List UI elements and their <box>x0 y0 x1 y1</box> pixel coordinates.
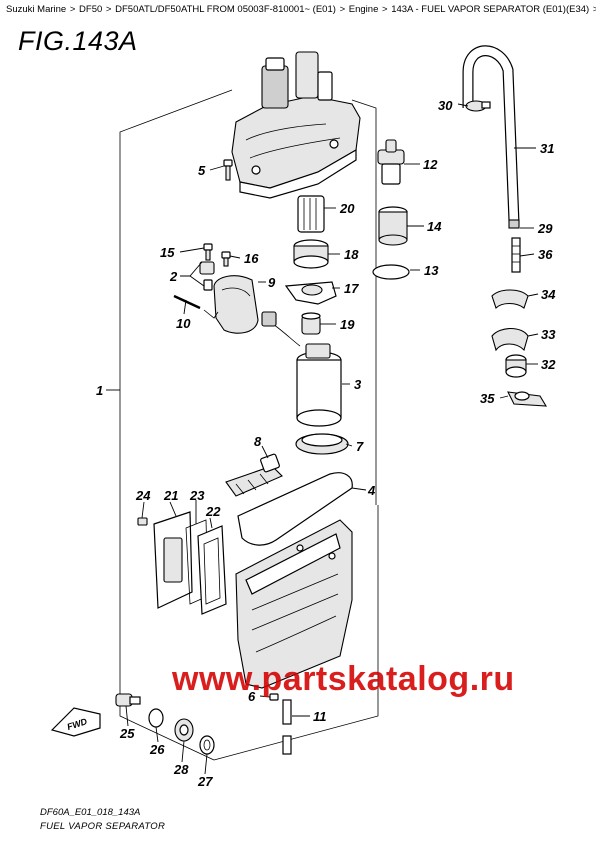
filter-part-20[interactable] <box>297 195 325 233</box>
callout-9[interactable]: 9 <box>268 275 276 290</box>
fuel-pump-part-3[interactable] <box>261 311 342 427</box>
strainer-part-8[interactable] <box>225 453 283 497</box>
clip-part-30[interactable] <box>465 100 491 112</box>
figure-code: DF60A_E01_018_143A <box>40 807 141 818</box>
callout-33[interactable]: 33 <box>541 327 556 342</box>
cap-part-28[interactable] <box>174 718 194 742</box>
grommet-part-32[interactable] <box>505 354 527 378</box>
callout-7[interactable]: 7 <box>356 439 364 454</box>
breadcrumb-separator: > <box>382 4 388 15</box>
callout-27[interactable]: 27 <box>197 774 213 789</box>
screw-part-24[interactable] <box>137 517 148 526</box>
callout-12[interactable]: 12 <box>423 157 438 172</box>
callout-leader-lines <box>106 103 539 775</box>
bracket-part-17[interactable] <box>284 281 337 305</box>
callout-11[interactable]: 11 <box>313 709 327 724</box>
vent-hose-part-31[interactable] <box>462 45 520 223</box>
callout-6[interactable]: 6 <box>248 689 256 704</box>
callout-15[interactable]: 15 <box>160 245 175 260</box>
breadcrumb-link-current-figure[interactable]: 143A - FUEL VAPOR SEPARATOR (E01)(E34) <box>391 4 590 15</box>
cap-part-29[interactable] <box>508 219 520 229</box>
callout-19[interactable]: 19 <box>340 317 355 332</box>
callout-21[interactable]: 21 <box>163 488 178 503</box>
callout-30[interactable]: 30 <box>438 98 453 113</box>
callout-22[interactable]: 22 <box>205 504 221 519</box>
callout-16[interactable]: 16 <box>244 251 259 266</box>
gasket-part-22[interactable] <box>197 525 227 615</box>
callout-5[interactable]: 5 <box>198 163 206 178</box>
screw-part-5[interactable] <box>223 159 233 181</box>
callout-24[interactable]: 24 <box>135 488 151 503</box>
callout-23[interactable]: 23 <box>189 488 205 503</box>
breadcrumb-separator: > <box>592 4 596 15</box>
callout-20[interactable]: 20 <box>339 201 355 216</box>
connector-part-2[interactable] <box>199 261 215 291</box>
callout-labels: 1 2 3 4 5 6 7 8 9 10 11 12 13 14 15 16 1… <box>96 98 556 789</box>
forward-direction-arrow: FWD <box>50 707 101 737</box>
figure-caption: FUEL VAPOR SEPARATOR <box>40 821 166 832</box>
callout-25[interactable]: 25 <box>119 726 135 741</box>
joint-part-12[interactable] <box>377 139 405 185</box>
callout-34[interactable]: 34 <box>541 287 556 302</box>
grommet-part-19[interactable] <box>301 312 321 335</box>
separator-top-cover[interactable] <box>231 51 361 199</box>
pump-cover-part-9[interactable] <box>213 275 259 334</box>
washer-part-26[interactable] <box>148 708 164 728</box>
breadcrumb: Suzuki Marine > DF50 > DF50ATL/DF50ATHL … <box>6 4 596 16</box>
breadcrumb-separator: > <box>105 4 112 15</box>
screw-part-16[interactable] <box>221 251 231 267</box>
callout-17[interactable]: 17 <box>344 281 359 296</box>
clamp-part-34[interactable] <box>491 289 529 310</box>
callout-36[interactable]: 36 <box>538 247 553 262</box>
callout-26[interactable]: 26 <box>149 742 165 757</box>
joint-part-36[interactable] <box>511 237 521 273</box>
breadcrumb-separator: > <box>69 4 76 15</box>
callout-32[interactable]: 32 <box>541 357 556 372</box>
cap-part-14[interactable] <box>378 206 408 246</box>
damper-part-7[interactable] <box>295 433 349 455</box>
callout-4[interactable]: 4 <box>367 483 376 498</box>
callout-2[interactable]: 2 <box>169 269 178 284</box>
separator-body-case[interactable] <box>235 519 353 689</box>
callout-14[interactable]: 14 <box>427 219 442 234</box>
figure-title: FIG.143A <box>18 26 138 56</box>
breadcrumb-separator: > <box>339 4 346 15</box>
screw-part-15[interactable] <box>203 243 213 261</box>
callout-18[interactable]: 18 <box>344 247 359 262</box>
breadcrumb-link-engine[interactable]: Engine <box>348 4 379 15</box>
breadcrumb-link-variant[interactable]: DF50ATL/DF50ATHL FROM 05003F-810001~ (E0… <box>115 4 336 15</box>
gasket-part-4[interactable] <box>237 472 353 546</box>
bracket-part-35[interactable] <box>507 391 548 407</box>
assembly-outline <box>119 89 379 761</box>
breadcrumb-link-suzuki-marine[interactable]: Suzuki Marine <box>6 4 67 15</box>
o-ring-part-13[interactable] <box>372 264 410 280</box>
watermark: www.partskatalog.ru <box>172 660 515 698</box>
drain-bolt-part-25[interactable] <box>115 693 141 707</box>
callout-13[interactable]: 13 <box>424 263 439 278</box>
breadcrumb-link-model[interactable]: DF50 <box>79 4 103 15</box>
pin-part-10[interactable] <box>173 294 219 319</box>
callout-8[interactable]: 8 <box>254 434 262 449</box>
callout-28[interactable]: 28 <box>173 762 189 777</box>
o-ring-part-27[interactable] <box>199 735 215 755</box>
callout-35[interactable]: 35 <box>480 391 495 406</box>
clamp-part-33[interactable] <box>491 327 529 352</box>
callout-10[interactable]: 10 <box>176 316 191 331</box>
callout-3[interactable]: 3 <box>354 377 362 392</box>
callout-29[interactable]: 29 <box>537 221 553 236</box>
seal-part-18[interactable] <box>293 239 329 269</box>
plate-part-21[interactable] <box>153 511 193 609</box>
callout-1[interactable]: 1 <box>96 383 103 398</box>
callout-31[interactable]: 31 <box>540 141 554 156</box>
pipe-part-11[interactable] <box>282 699 292 755</box>
